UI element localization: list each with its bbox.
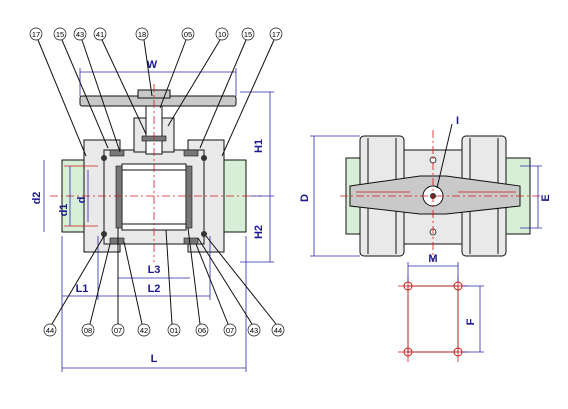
dim-H1: H1 <box>253 139 265 153</box>
mounting-plate <box>407 285 459 353</box>
callout-44-left: 44 <box>46 326 54 335</box>
callout-43-bottom: 43 <box>250 326 258 335</box>
callouts-top: 17 15 43 41 18 05 10 15 17 <box>29 27 283 157</box>
dim-d1: d1 <box>58 204 70 217</box>
dim-d2: d2 <box>31 192 43 205</box>
dim-d: d <box>76 197 88 204</box>
mounting-pattern: M F <box>398 253 484 362</box>
dim-F: F <box>465 318 477 325</box>
side-view <box>340 130 540 262</box>
callout-41: 41 <box>96 30 104 39</box>
o-ring-top-right <box>201 155 207 161</box>
thread-top-left <box>109 149 125 157</box>
dim-M: M <box>428 253 437 265</box>
left-seat <box>115 165 123 229</box>
callout-42: 42 <box>140 326 148 335</box>
callout-17-left: 17 <box>32 30 40 39</box>
callout-01: 01 <box>170 326 178 335</box>
dim-E: E <box>540 194 552 201</box>
thread-bottom-right <box>183 237 199 245</box>
dim-W: W <box>147 59 158 71</box>
o-ring-bottom-right <box>201 231 207 237</box>
o-ring-top-left <box>101 155 107 161</box>
o-ring-bottom-left <box>101 231 107 237</box>
thread-bottom-left <box>109 237 125 245</box>
callout-08-left: 08 <box>84 326 92 335</box>
mount-hole-bl <box>403 347 413 357</box>
dim-D: D <box>299 194 311 202</box>
thread-top-right <box>183 149 199 157</box>
dim-I: I <box>456 115 459 127</box>
callout-10: 10 <box>218 30 226 39</box>
callout-43-top: 43 <box>76 30 84 39</box>
dim-L3: L3 <box>148 264 161 276</box>
callout-07-left: 07 <box>114 326 122 335</box>
callout-07-right: 07 <box>226 326 234 335</box>
dim-L1: L1 <box>76 283 89 295</box>
callout-15-right: 15 <box>244 30 252 39</box>
side-dimensions: D E I <box>299 115 552 257</box>
right-seat <box>185 165 193 229</box>
dim-H2: H2 <box>253 225 265 239</box>
callout-15-left: 15 <box>56 30 64 39</box>
dim-L2: L2 <box>148 283 161 295</box>
callout-05: 05 <box>184 30 192 39</box>
front-section-view <box>50 84 262 262</box>
callout-06: 06 <box>198 326 206 335</box>
callout-18: 18 <box>138 30 146 39</box>
callout-44-right: 44 <box>274 326 282 335</box>
dim-L: L <box>151 353 158 365</box>
callout-17-right: 17 <box>272 30 280 39</box>
callouts-bottom: 44 08 07 42 01 06 07 43 44 <box>43 227 285 337</box>
